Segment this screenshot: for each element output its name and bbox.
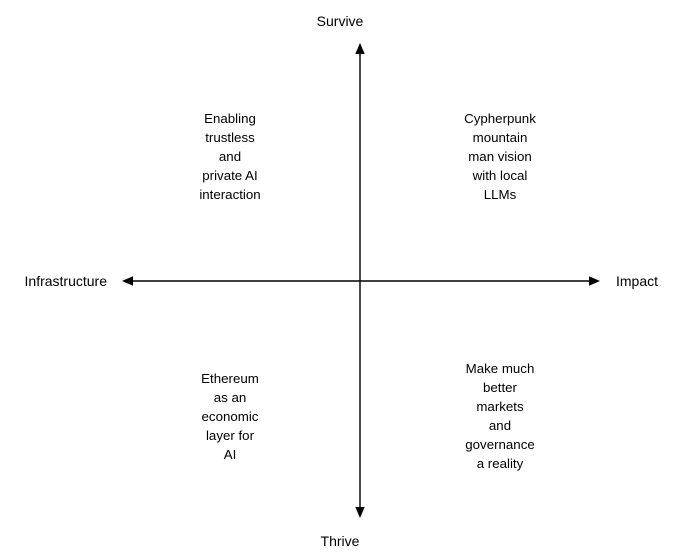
quadrant-text-line: Ethereum (201, 371, 259, 386)
quadrant-text-line: a reality (476, 456, 524, 471)
quadrant-text-line: markets (476, 399, 524, 414)
quadrant-text-line: economic (201, 409, 259, 424)
axis-label-impact: Impact (616, 273, 659, 289)
arrow-right-icon (589, 276, 600, 286)
quadrant-text-line: Cypherpunk (464, 111, 536, 126)
axis-label-thrive: Thrive (320, 533, 360, 549)
quadrant-label-bottom-right: Make much better markets and governance a rea… (410, 359, 590, 473)
axis-label-infrastructure: Infrastructure (24, 273, 107, 289)
quadrant-text-line: with local (472, 168, 528, 183)
quadrant-text-line: as an (213, 390, 247, 405)
quadrant-text-line: man vision (468, 149, 532, 164)
arrow-up-icon (355, 43, 365, 54)
quadrant-text-line: trustless (205, 130, 255, 145)
quadrant-text-line: private AI (202, 168, 258, 183)
quadrant-text-line: and (218, 149, 242, 164)
quadrant-text-line: interaction (199, 187, 261, 202)
axis-label-survive: Survive (316, 13, 364, 29)
arrow-down-icon (355, 507, 365, 518)
quadrant-text-line: layer for (205, 428, 255, 443)
quadrant-text-line: Enabling (204, 111, 256, 126)
quadrant-text-line: Make much (465, 361, 535, 376)
quadrant-label-top-left: Enabling trustless and private AI interactio… (140, 109, 320, 204)
quadrant-text-line: better (482, 380, 517, 395)
quadrant-text-line: mountain (472, 130, 528, 145)
quadrant-text-line: LLMs (483, 187, 517, 202)
quadrant-text-line: and (488, 418, 512, 433)
quadrant-text-line: AI (223, 447, 237, 462)
arrow-left-icon (122, 276, 133, 286)
quadrant-text-line: governance (465, 437, 535, 452)
